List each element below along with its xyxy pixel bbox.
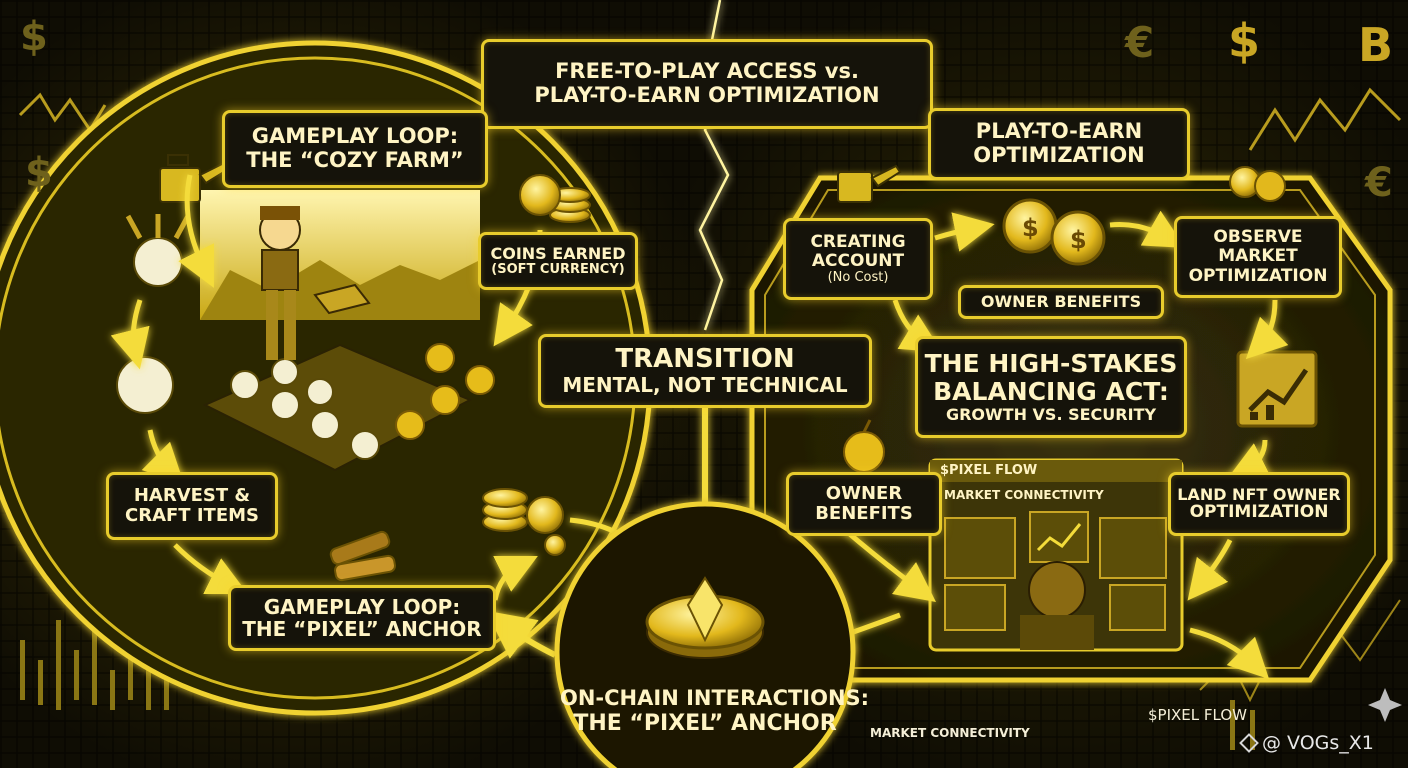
label-coins-earned: COINS EARNED (SOFT CURRENCY) — [478, 232, 638, 290]
label-line: OPTIMIZATION — [1189, 502, 1329, 523]
stock-line-right — [1248, 87, 1402, 151]
label-line: HARVEST & — [133, 484, 251, 506]
label-play-to-earn: PLAY-TO-EARN OPTIMIZATION — [928, 108, 1190, 180]
growth-chart-icon — [1236, 350, 1318, 428]
watermark-text: @ VOGs_X1 — [1262, 732, 1374, 754]
label-line: THE “PIXEL” ANCHOR — [242, 617, 482, 641]
label-line: OWNER BENEFITS — [980, 292, 1142, 312]
label-line: GAMEPLAY LOOP: — [251, 124, 459, 149]
euro-symbol: € — [1365, 160, 1393, 206]
label-line: CREATING — [810, 231, 906, 252]
label-line: MARKET — [1218, 246, 1298, 267]
label-line: OPTIMIZATION — [1188, 265, 1328, 286]
window-title: $PIXEL FLOW — [940, 463, 1038, 478]
label-onchain: ON-CHAIN INTERACTIONS: THE “PIXEL” ANCHO… — [560, 686, 870, 737]
label-line: PLAY-TO-EARN — [975, 119, 1143, 144]
label-owner-benefits-bottom: OWNER BENEFITS — [786, 472, 942, 536]
farmer-icon — [259, 206, 371, 360]
label-line: (SOFT CURRENCY) — [491, 261, 625, 277]
dollar-symbol: $ — [1228, 14, 1261, 68]
label-line: CRAFT ITEMS — [125, 505, 259, 526]
coin-pile-icon — [482, 488, 566, 556]
label-line: ON-CHAIN INTERACTIONS: — [560, 686, 870, 710]
crystal-coin-icon — [645, 576, 765, 659]
svg-text:$: $ — [1022, 214, 1039, 242]
label-line: BENEFITS — [815, 503, 913, 524]
window-subtitle: MARKET CONNECTIVITY — [944, 488, 1104, 502]
crafted-wood-icon — [329, 530, 396, 582]
dollar-symbol: $ — [20, 14, 48, 60]
label-line: GROWTH VS. SECURITY — [945, 405, 1157, 425]
label-gameplay-loop-pixel: GAMEPLAY LOOP: THE “PIXEL” ANCHOR — [228, 585, 496, 651]
farm-scene — [200, 190, 495, 472]
coin-stack-icon — [519, 174, 591, 223]
svg-text:$: $ — [1070, 226, 1087, 254]
dollar-symbol: $ — [25, 150, 53, 196]
label-line: OPTIMIZATION — [973, 143, 1145, 167]
label-land-nft: LAND NFT OWNER OPTIMIZATION — [1168, 472, 1350, 536]
label-line: THE “COZY FARM” — [246, 148, 464, 172]
sparkle-icon — [1368, 688, 1402, 722]
label-line: TRANSITION — [615, 344, 795, 375]
coin-strawberry-icon — [1229, 166, 1286, 202]
label-line: (No Cost) — [827, 269, 889, 285]
trader-desk-icon — [928, 458, 1184, 652]
label-transition: TRANSITION MENTAL, NOT TECHNICAL — [538, 334, 872, 408]
bitcoin-symbol: B — [1358, 18, 1394, 72]
watering-can-icon-right — [837, 164, 902, 203]
watermark-logo-icon — [1239, 733, 1259, 753]
title-line-1: FREE-TO-PLAY ACCESS vs. — [555, 59, 859, 84]
golden-apple-icon — [843, 419, 885, 473]
euro-symbol: € — [1125, 18, 1155, 67]
label-gameplay-loop-cozy: GAMEPLAY LOOP: THE “COZY FARM” — [222, 110, 488, 188]
label-line: OWNER — [825, 482, 903, 504]
footer-pixel-flow: $PIXEL FLOW — [1148, 706, 1247, 724]
label-line: LAND NFT OWNER — [1177, 484, 1341, 504]
turnip-icon — [116, 214, 191, 414]
label-line: THE “PIXEL” ANCHOR — [573, 710, 837, 736]
label-line: MENTAL, NOT TECHNICAL — [562, 373, 848, 398]
label-line: THE HIGH-STAKES — [924, 349, 1178, 379]
label-line: BALANCING ACT: — [933, 377, 1169, 407]
label-line: OBSERVE — [1213, 227, 1303, 248]
title-line-2: PLAY-TO-EARN OPTIMIZATION — [534, 83, 880, 107]
label-line: GAMEPLAY LOOP: — [263, 594, 461, 619]
label-line: ACCOUNT — [811, 250, 905, 271]
label-observe-market: OBSERVE MARKET OPTIMIZATION — [1174, 216, 1342, 298]
label-high-stakes: THE HIGH-STAKES BALANCING ACT: GROWTH VS… — [915, 336, 1187, 438]
label-harvest-craft: HARVEST & CRAFT ITEMS — [106, 472, 278, 540]
page-title: FREE-TO-PLAY ACCESS vs. PLAY-TO-EARN OPT… — [481, 39, 933, 129]
label-line: COINS EARNED — [490, 243, 626, 263]
footer-market-connectivity: MARKET CONNECTIVITY — [870, 726, 1030, 740]
gold-coin-icon — [1002, 198, 1106, 266]
label-creating-account: CREATING ACCOUNT (No Cost) — [783, 218, 933, 300]
label-owner-benefits-top: OWNER BENEFITS — [958, 285, 1164, 319]
